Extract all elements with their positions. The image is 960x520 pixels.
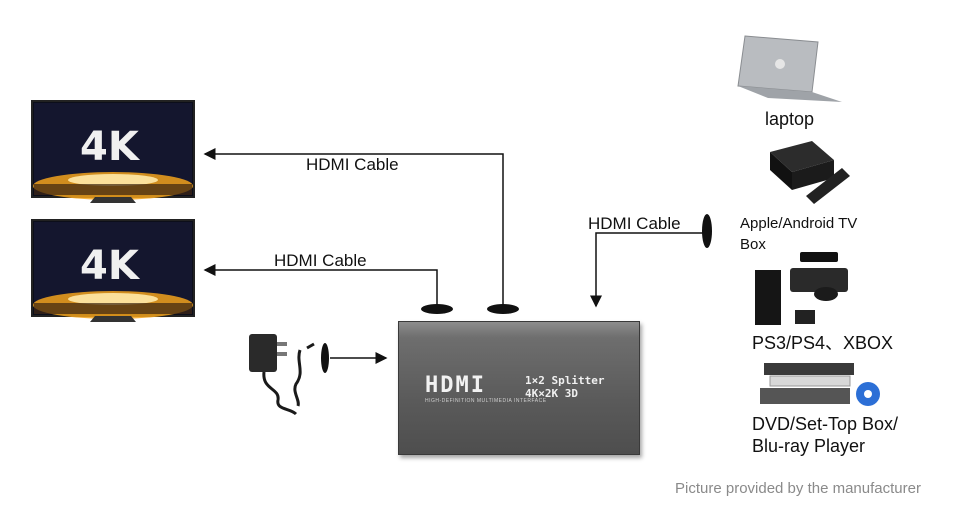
image-credit: Picture provided by the manufacturer	[675, 480, 921, 497]
hdmi-logo-tagline: HIGH-DEFINITION MULTIMEDIA INTERFACE	[425, 398, 547, 404]
port-marker-input	[702, 214, 712, 248]
hdmi-splitter-device: HDMI HIGH-DEFINITION MULTIMEDIA INTERFAC…	[398, 321, 640, 455]
port-marker-power	[321, 343, 329, 373]
port-marker-top-output	[487, 304, 519, 314]
hdmi-cable-line-input	[590, 232, 705, 308]
tv-box-label-line-2: Box	[740, 236, 766, 253]
splitter-spec-line-2: 4K×2K 3D	[525, 387, 578, 400]
hdmi-cable-line-bottom	[203, 264, 438, 305]
port-marker-bottom-output	[421, 304, 453, 314]
tv-badge-2: 4K	[80, 243, 139, 289]
laptop-label: laptop	[765, 109, 815, 129]
laptop-icon	[737, 35, 842, 102]
tv-badge-1: 4K	[80, 124, 139, 170]
cable-label-bottom: HDMI Cable	[274, 251, 367, 270]
tv-box-label-line-1: Apple/Android TV	[740, 215, 858, 232]
hdmi-logo: HDMI	[425, 373, 486, 398]
player-label-line-1: DVD/Set-Top Box/	[752, 414, 899, 434]
hdmi-cable-line-top	[203, 148, 504, 305]
game-console-icon	[755, 252, 848, 325]
consoles-label: PS3/PS4、XBOX	[752, 333, 894, 353]
tv-box-icon	[770, 141, 850, 204]
dvd-player-icon	[760, 363, 880, 406]
tv-display-icon-2	[31, 219, 195, 322]
splitter-spec-line-1: 1×2 Splitter	[525, 374, 605, 387]
tv-display-icon-1	[31, 100, 195, 203]
player-label-line-2: Blu-ray Player	[752, 436, 866, 456]
power-adapter-icon	[249, 334, 315, 416]
cable-label-top: HDMI Cable	[306, 155, 399, 174]
cable-label-input: HDMI Cable	[588, 214, 681, 233]
